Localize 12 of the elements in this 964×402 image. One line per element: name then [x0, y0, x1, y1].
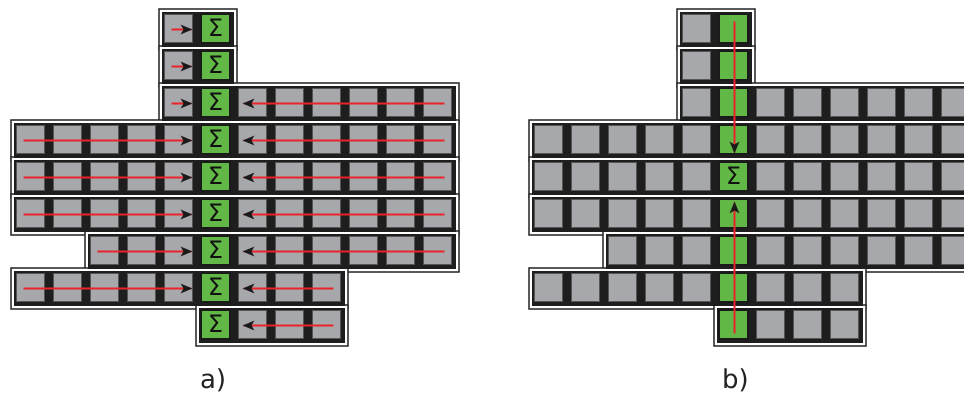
sigma-tile: Σ	[200, 50, 231, 81]
sigma-tile: Σ	[200, 198, 231, 229]
panel-label: a)	[200, 365, 226, 395]
sigma-tile: Σ	[200, 161, 231, 192]
panel-label: b)	[722, 365, 749, 395]
sigma-tile: Σ	[200, 13, 231, 44]
sigma-tile: Σ	[200, 87, 231, 118]
sigma-tile: Σ	[200, 124, 231, 155]
sigma-tile: Σ	[718, 161, 749, 192]
sigma-tile: Σ	[200, 272, 231, 303]
sigma-tile: Σ	[200, 235, 231, 266]
sigma-tile: Σ	[200, 309, 231, 340]
